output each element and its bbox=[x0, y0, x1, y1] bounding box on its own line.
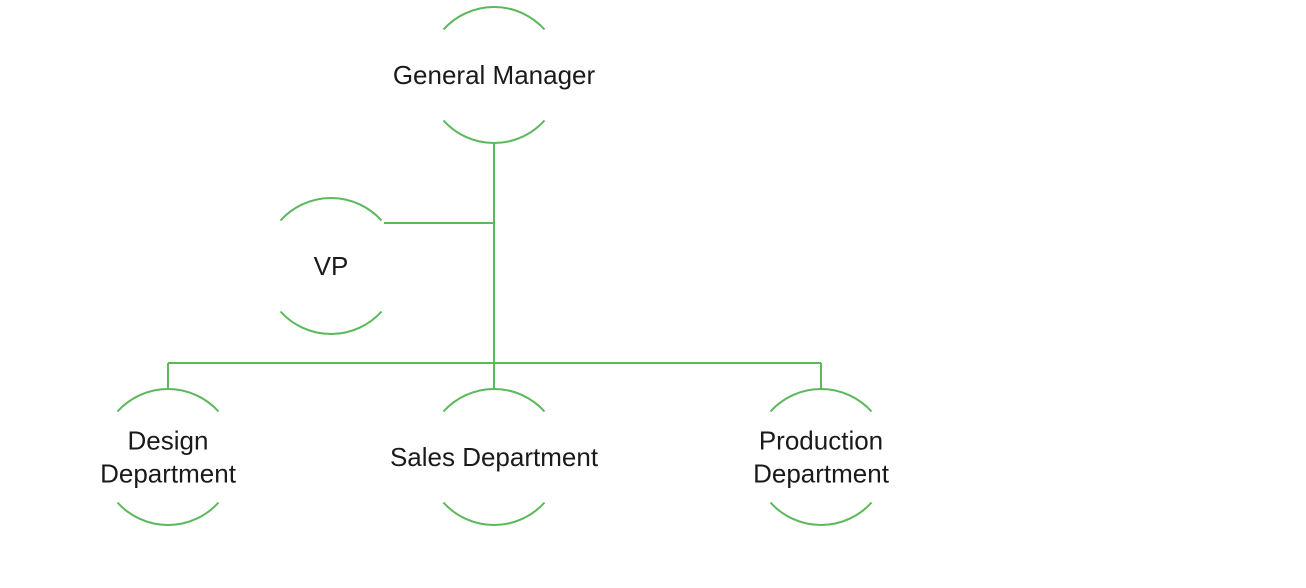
node-general-manager: General Manager bbox=[393, 6, 596, 144]
node-bottom-arc bbox=[116, 501, 220, 526]
node-bottom-arc bbox=[279, 310, 383, 335]
node-sales-department: Sales Department bbox=[390, 388, 599, 526]
connectors bbox=[167, 143, 822, 389]
node-label-line: Department bbox=[753, 459, 890, 489]
node-bottom-arc bbox=[442, 119, 546, 144]
node-top-arc bbox=[279, 197, 383, 222]
node-label-line: Department bbox=[100, 459, 237, 489]
node-bottom-arc bbox=[769, 501, 873, 526]
node-label-line: Sales Department bbox=[390, 442, 599, 472]
node-top-arc bbox=[442, 388, 546, 413]
node-bottom-arc bbox=[442, 501, 546, 526]
node-vp: VP bbox=[279, 197, 383, 335]
node-label-line: General Manager bbox=[393, 60, 596, 90]
node-label-line: Design bbox=[128, 426, 209, 456]
node-label: General Manager bbox=[393, 60, 596, 90]
node-label-line: Production bbox=[759, 426, 883, 456]
node-label-line: VP bbox=[314, 251, 349, 281]
node-top-arc bbox=[769, 388, 873, 413]
node-label: Sales Department bbox=[390, 442, 599, 472]
node-top-arc bbox=[116, 388, 220, 413]
node-label: VP bbox=[314, 251, 349, 281]
node-top-arc bbox=[442, 6, 546, 31]
